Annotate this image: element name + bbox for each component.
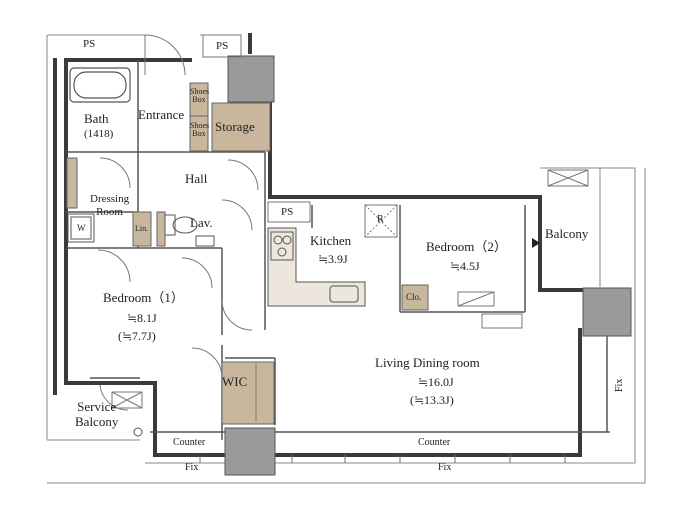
shoes-box-2-fill [189,115,209,152]
dressing-room-label: Dressing Room [90,193,129,218]
ps-top-right-box [202,34,242,58]
counter-right-label: Counter [418,437,451,448]
wic-label: WIC [222,374,248,389]
bathtub [69,67,131,103]
linen-fill [132,211,152,247]
shoes-box-2-line2: Box [192,129,206,138]
ps-middle-label: PS [281,206,294,218]
ps-top-left-label: PS [83,38,96,50]
kitchen-sink [329,285,359,303]
refrigerator-label: R [377,214,384,225]
lav-sink [195,235,215,247]
shoes-box-1-line2: Box [192,95,206,104]
bath-size-label: (1418) [84,128,114,140]
shoes-box-1-label: Shoes Box [190,87,210,104]
closet-fill [401,284,429,311]
living-dining-area-label: ≒16.0J [418,375,454,389]
balcony-label: Balcony [545,226,589,241]
kitchen-area-label: ≒3.9J [318,252,348,266]
fix-left-label: Fix [185,462,199,473]
bedroom1-area-label: ≒8.1J [127,311,157,325]
ps-middle-box [267,201,311,223]
kitchen-label: Kitchen [310,233,352,248]
counter-left-label: Counter [173,437,206,448]
dressing-room-line1: Dressing [90,193,130,205]
storage-fill [211,102,271,152]
washer-inner [70,216,92,240]
dressing-shelf-fill [66,157,78,209]
fix-right-label: Fix [614,378,625,392]
refrigerator-box [364,204,398,238]
living-dining-area-alt-label: (≒13.3J) [410,393,454,407]
service-balcony-line2: Balcony [75,413,119,429]
lav-counter-fill [156,211,166,247]
lavatory-label: Lav. [190,215,213,230]
balcony-door [481,313,523,329]
dressing-room-line2: Room [96,205,123,218]
storage-label: Storage [215,119,255,134]
entrance-label: Entrance [138,107,185,122]
hall-label: Hall [185,171,208,186]
closet-label: Clo. [406,292,422,302]
window-ticks [199,455,566,463]
bedroom1-label: Bedroom（1） [103,290,184,305]
columns [224,55,632,476]
partitions [66,60,610,440]
bedroom1-area-alt-label: (≒7.7J) [118,329,156,343]
living-dining-label: Living Dining room [375,355,480,370]
ac-unit-icons [111,169,589,409]
bath-label: Bath [84,111,109,126]
washer-label: W [77,223,86,233]
shoes-box-2-label: Shoes Box [190,121,210,138]
shoes-box-1-line1: Shoes [190,87,210,96]
toilet [164,214,198,236]
washer-box [67,213,95,243]
outer-outline [46,34,646,484]
linen-label: Lin. [135,224,149,233]
door-swings [97,34,259,411]
balcony-arrow [532,238,540,248]
bedroom2-label: Bedroom（2） [426,239,507,254]
bedroom2-area-label: ≒4.5J [450,259,480,273]
ps-top-right-label: PS [216,40,229,52]
stove [270,231,294,261]
service-balcony-line1: Service [77,399,117,414]
drain-icon [133,427,143,437]
walls [53,33,587,457]
service-balcony-label: Service Balcony [75,399,119,430]
shoes-box-2-line1: Shoes [190,121,210,130]
wic-fill [221,361,275,425]
fix-bottom-label: Fix [438,462,452,473]
